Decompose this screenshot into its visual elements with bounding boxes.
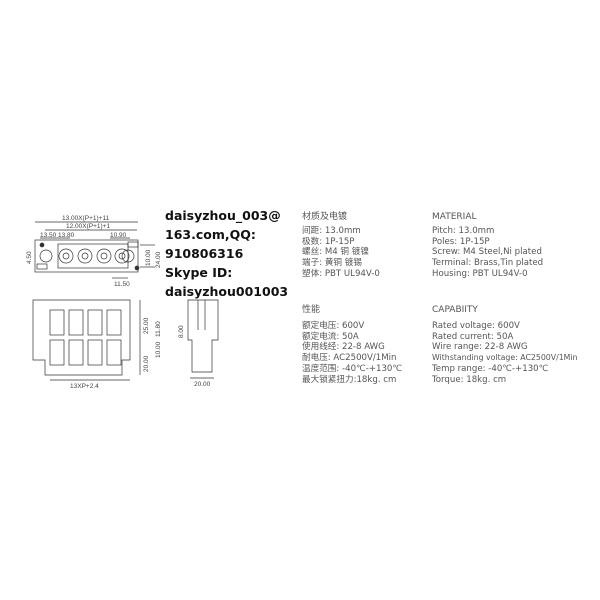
- watermark-line: 163.com,QQ:: [165, 227, 256, 242]
- dim-height-b: 24.00: [155, 251, 162, 268]
- dim-front-lower: 20.00: [143, 355, 150, 372]
- spec-line: 额定电流: 50A: [302, 331, 359, 342]
- spec-line: 温度范围: -40℃-+130℃: [302, 363, 403, 374]
- contact-watermark: daisyzhou_003@ 163.com,QQ: 910806316 Sky…: [165, 206, 288, 301]
- spec-line: Terminal: Brass,Tin plated: [432, 258, 544, 269]
- spec-line: 塑体: PBT UL94V-0: [302, 268, 380, 279]
- spec-line: Housing: PBT UL94V-0: [432, 268, 528, 279]
- material-cn: 材质及电镀 间距: 13.0mm 极数: 1P-15P 螺丝: M4 铜 镀镍 …: [302, 212, 380, 280]
- watermark-line: daisyzhou_003@: [165, 208, 281, 223]
- section-title: CAPABIITY: [432, 305, 478, 315]
- dim-bottom-offset: 11.50: [114, 281, 130, 288]
- spec-line: Poles: 1P-15P: [432, 236, 490, 247]
- dim-height-a: 10.00: [145, 249, 152, 266]
- dim-front-mid-a: 10.00: [155, 341, 162, 358]
- material-en: MATERIAL Pitch: 13.0mm Poles: 1P-15P Scr…: [432, 212, 543, 280]
- section-title: 性能: [302, 305, 321, 315]
- spec-line: 耐电压: AC2500V/1Min: [302, 353, 397, 364]
- capability-en: CAPABIITY Rated voltage: 600V Rated curr…: [432, 305, 578, 386]
- watermark-line: daisyzhou001003: [165, 284, 289, 299]
- dim-side-height: 8.00: [178, 325, 185, 338]
- spec-line: 端子: 黄铜 镀锡: [302, 258, 362, 269]
- dim-front-height: 25.00: [143, 317, 150, 334]
- watermark-line: Skype ID:: [165, 265, 233, 280]
- side-view: 20.00 8.00: [178, 299, 219, 388]
- section-title: MATERIAL: [432, 212, 477, 222]
- dim-inner-length: 12.00X(P+1)+1: [66, 223, 110, 230]
- spec-line: Pitch: 13.0mm: [432, 225, 495, 236]
- spec-line: 极数: 1P-15P: [302, 236, 355, 247]
- spec-line: Temp range: -40℃-+130℃: [432, 363, 549, 374]
- spec-line: Rated voltage: 600V: [432, 320, 520, 331]
- dim-front-mid-b: 11.80: [155, 321, 162, 337]
- top-view: 13.00X(P+1)+11 12.00X(P+1)+1 13.50 13.80…: [26, 215, 162, 288]
- spec-line: 螺丝: M4 铜 镀镍: [302, 247, 369, 258]
- spec-line: Withstanding voltage: AC2500V/1Min: [432, 353, 578, 363]
- spec-line: 使用线经: 22-8 AWG: [302, 342, 385, 353]
- dim-overall-length: 13.00X(P+1)+11: [62, 215, 110, 222]
- spec-line: Rated current: 50A: [432, 331, 514, 342]
- watermark-line: 910806316: [165, 246, 244, 261]
- spec-line: 最大锁紧扭力:18kg. cm: [302, 374, 397, 385]
- spec-line: 额定电压: 600V: [302, 320, 365, 331]
- dim-pitch-a: 13.50: [40, 232, 57, 239]
- spec-line: Torque: 18kg. cm: [432, 374, 507, 385]
- spec-line: Screw: M4 Steel,Ni plated: [432, 247, 542, 258]
- dim-right-offset: 10.90: [110, 232, 127, 239]
- dim-front-width: 13XP+2.4: [70, 383, 99, 390]
- dim-height-small: 4.50: [26, 251, 33, 264]
- front-view: 13XP+2.4 25.00 20.00 10.00 11.80: [32, 299, 162, 390]
- capability-cn: 性能 额定电压: 600V 额定电流: 50A 使用线经: 22-8 AWG 耐…: [302, 305, 402, 386]
- spec-line: 间距: 13.0mm: [302, 225, 361, 236]
- section-title: 材质及电镀: [302, 212, 348, 222]
- dim-side-width: 20.00: [194, 381, 211, 388]
- dim-pitch-b: 13.80: [58, 232, 75, 239]
- spec-line: Wire range: 22-8 AWG: [432, 342, 528, 353]
